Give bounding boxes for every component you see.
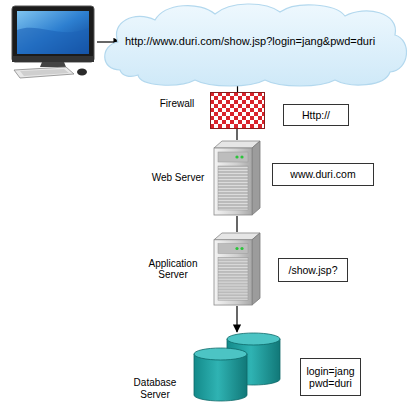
node-label: Web Server — [150, 172, 206, 184]
computer-illustration — [12, 6, 94, 78]
firewall-node: Firewall — [150, 92, 266, 129]
server-icon — [212, 232, 262, 306]
box-text: www.duri.com — [290, 168, 355, 180]
node-label: Application Server — [140, 258, 206, 281]
connector-line — [236, 216, 237, 232]
url-text: http://www.duri.com/show.jsp?login=jang&… — [125, 35, 375, 48]
box-text: login=jang pwd=duri — [305, 365, 356, 389]
internet-cloud: http://www.duri.com/show.jsp?login=jang&… — [100, 0, 413, 88]
database-node: Database Server — [123, 332, 283, 402]
server-node: Application Server — [140, 232, 264, 306]
info-box: www.duri.com — [272, 163, 374, 186]
db-icon — [193, 332, 281, 402]
node-label: Database Server — [123, 377, 187, 400]
node-label: Firewall — [150, 98, 204, 110]
connector-line — [236, 129, 237, 140]
server-icon — [212, 140, 262, 216]
box-text: /show.jsp? — [288, 264, 337, 276]
server-node: Web Server — [150, 140, 264, 216]
info-box: /show.jsp? — [278, 258, 348, 282]
info-box: Http:// — [283, 104, 349, 126]
box-text: Http:// — [302, 109, 330, 121]
connector-line — [236, 306, 237, 332]
firewall-icon — [210, 92, 265, 129]
info-box: login=jang pwd=duri — [300, 358, 361, 396]
